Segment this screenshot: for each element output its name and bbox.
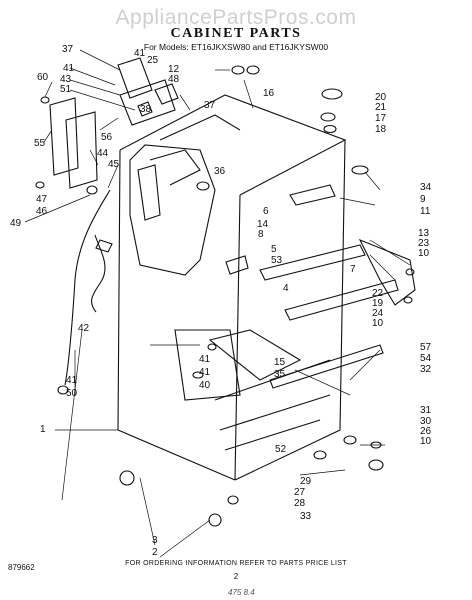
callout-4: 4: [283, 283, 289, 294]
leader-lines: [24, 49, 411, 558]
callout-36: 36: [214, 166, 226, 177]
callout-19: 20: [375, 92, 387, 103]
diagram-code: 879662: [8, 563, 35, 572]
callout-11: 11: [420, 206, 431, 217]
callout-39: 37: [62, 44, 74, 55]
callout-34: 34: [420, 182, 432, 193]
callout-38: 38: [140, 104, 152, 115]
control-housing: [117, 57, 179, 126]
small-parts: [35, 65, 415, 527]
callout-23: 23: [418, 238, 430, 249]
callout-9: 9: [420, 194, 426, 205]
callout-24: 24: [372, 308, 384, 319]
callout-labels: 37 41 25 12 48 16 37 38 41 43 51 60 55 5…: [10, 44, 432, 558]
callout-47: 45: [108, 159, 120, 170]
callout-12: 12: [168, 64, 180, 75]
callout-46: 44: [97, 148, 109, 159]
callout-37: 37: [204, 100, 216, 111]
callout-41-cord: 41: [66, 375, 78, 386]
callout-53: 51: [60, 84, 72, 95]
callout-49: 47: [36, 194, 48, 205]
hinge-brackets: [225, 184, 416, 389]
callout-59: 57: [420, 342, 432, 353]
callout-5: 5: [271, 244, 277, 255]
callout-33: 33: [300, 511, 312, 522]
callout-41-mid: 41: [199, 354, 211, 365]
callout-14: 14: [257, 219, 269, 230]
callout-55: 53: [271, 255, 283, 266]
callout-35: 35: [274, 369, 286, 380]
callout-48: 46: [36, 206, 48, 217]
liner-cutaway: [129, 144, 216, 276]
callout-8: 8: [258, 229, 264, 240]
cabinet-outline: [117, 94, 347, 481]
callout-18: 18: [375, 124, 387, 135]
callout-16: 16: [263, 88, 275, 99]
callout-32: 32: [420, 364, 432, 375]
callout-13: 13: [418, 228, 430, 239]
callout-27: 27: [294, 487, 306, 498]
callout-50: 48: [168, 74, 180, 85]
callout-56: 54: [420, 353, 432, 364]
callout-17: 17: [375, 113, 387, 124]
handwritten-note: 475 8.4: [228, 588, 255, 597]
ordering-note: FOR ORDERING INFORMATION REFER TO PARTS …: [125, 560, 347, 567]
callout-45: 43: [60, 74, 72, 85]
callout-26: 26: [420, 426, 432, 437]
callout-44: 42: [78, 323, 90, 334]
callout-7: 7: [350, 264, 356, 275]
callout-15: 15: [274, 357, 286, 368]
diagram-title: CABINET PARTS: [170, 26, 302, 41]
callout-54: 52: [275, 444, 287, 455]
power-cord: [64, 189, 113, 386]
callout-30: 30: [420, 416, 432, 427]
callout-3: 3: [152, 535, 158, 546]
callout-21: 19: [372, 298, 384, 309]
callout-28: 28: [294, 498, 306, 509]
watermark: AppliancePartsPros.com: [115, 6, 357, 29]
models-subtitle: For Models: ET16JKXSW80 and ET16JKYSW00: [143, 42, 329, 52]
callout-51: 49: [10, 218, 22, 229]
callout-42: 40: [199, 380, 211, 391]
callout-10-b: 10: [372, 318, 384, 329]
callout-31: 31: [420, 405, 432, 416]
callout-41-top: 41: [134, 48, 146, 59]
callout-10-c: 10: [420, 436, 432, 447]
page-number: 2: [233, 572, 239, 581]
callout-41-left: 41: [63, 63, 75, 74]
thermostat-panel: [49, 97, 98, 189]
callout-2: 2: [152, 547, 158, 558]
callout-43: 41: [199, 367, 211, 378]
callout-10-a: 10: [418, 248, 430, 259]
callout-6: 6: [263, 206, 269, 217]
callout-25: 25: [147, 55, 159, 66]
callout-22: 22: [372, 288, 384, 299]
callout-52: 50: [66, 388, 78, 399]
callout-20: 21: [375, 102, 387, 113]
callout-58: 56: [101, 132, 113, 143]
callout-29: 29: [300, 476, 312, 487]
callout-1: 1: [40, 424, 46, 435]
callout-57: 55: [34, 138, 46, 149]
callout-60: 60: [37, 72, 49, 83]
